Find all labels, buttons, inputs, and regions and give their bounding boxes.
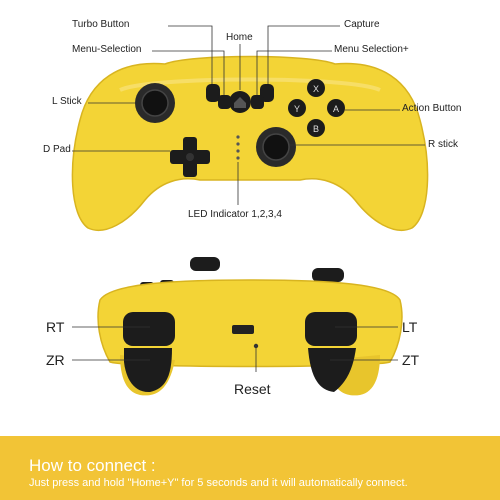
menu-plus-button[interactable] bbox=[251, 95, 264, 109]
zr-trigger[interactable] bbox=[124, 348, 172, 393]
label-home: Home bbox=[226, 32, 253, 43]
turbo-button[interactable] bbox=[206, 84, 220, 102]
left-stick[interactable] bbox=[141, 89, 169, 117]
controller-front bbox=[71, 55, 429, 231]
face-button-b[interactable]: B bbox=[307, 119, 325, 137]
connect-title: How to connect : bbox=[29, 456, 156, 475]
usb-port bbox=[232, 325, 254, 334]
label-menu-selection-plus: Menu Selection+ bbox=[334, 44, 409, 55]
connect-instruction: Just press and hold "Home+Y" for 5 secon… bbox=[29, 477, 408, 489]
reset-button[interactable] bbox=[253, 343, 259, 349]
face-label-b: B bbox=[313, 124, 319, 134]
controller-diagram: X Y A B bbox=[71, 25, 429, 396]
label-zt: ZT bbox=[402, 352, 420, 368]
label-d-pad: D Pad bbox=[43, 144, 71, 155]
label-reset: Reset bbox=[234, 381, 271, 397]
label-r-stick: R stick bbox=[428, 139, 458, 150]
menu-minus-button[interactable] bbox=[218, 95, 231, 109]
label-lt: LT bbox=[402, 319, 418, 335]
right-stick[interactable] bbox=[262, 133, 290, 161]
face-label-x: X bbox=[313, 84, 319, 94]
face-label-y: Y bbox=[294, 104, 300, 114]
d-pad[interactable] bbox=[170, 137, 210, 177]
label-rt: RT bbox=[46, 319, 65, 335]
connect-banner: How to connect : Just press and hold "Ho… bbox=[0, 436, 500, 500]
face-button-a[interactable]: A bbox=[327, 99, 345, 117]
callout-lines-front bbox=[72, 25, 425, 205]
lt-button[interactable] bbox=[305, 312, 357, 346]
face-label-a: A bbox=[333, 104, 339, 114]
label-action-button: Action Button bbox=[402, 103, 462, 114]
label-led-indicator: LED Indicator 1,2,3,4 bbox=[188, 209, 282, 220]
rt-button[interactable] bbox=[123, 312, 175, 346]
label-capture: Capture bbox=[344, 19, 380, 30]
zt-trigger[interactable] bbox=[308, 348, 356, 392]
callout-lines-back bbox=[72, 326, 398, 372]
face-button-x[interactable]: X bbox=[307, 79, 325, 97]
face-button-y[interactable]: Y bbox=[288, 99, 306, 117]
label-menu-selection-minus: Menu-Selection bbox=[72, 44, 142, 55]
label-l-stick: L Stick bbox=[52, 96, 82, 107]
label-zr: ZR bbox=[46, 352, 65, 368]
led-indicators bbox=[236, 135, 240, 160]
label-turbo-button: Turbo Button bbox=[72, 19, 130, 30]
home-icon bbox=[234, 97, 246, 108]
